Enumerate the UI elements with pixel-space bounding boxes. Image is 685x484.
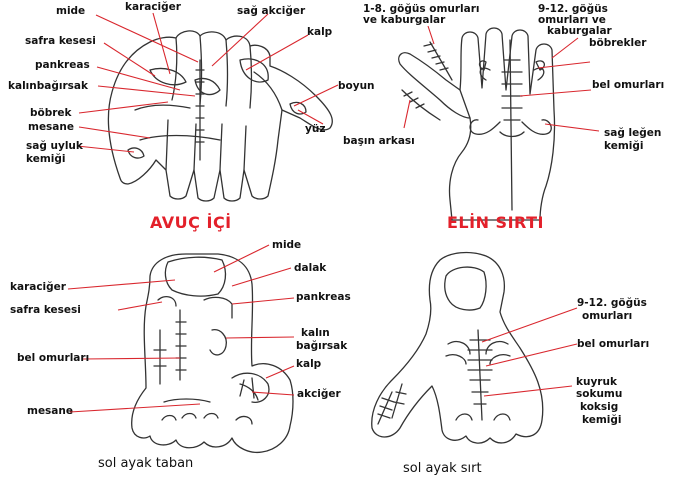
- label-palm-boyun: boyun: [338, 81, 375, 92]
- label-palm-yuz: yüz: [305, 124, 325, 135]
- label-palm-bobrek: böbrek: [30, 108, 72, 119]
- foot-sole-outline: [132, 254, 293, 452]
- label-palm-mesane: mesane: [28, 122, 74, 133]
- label-top-sokumu: sokumu: [576, 389, 622, 400]
- label-top-kemigi: kemiği: [582, 415, 621, 426]
- label-palm-karaciger: karaciğer: [125, 2, 181, 13]
- label-sole-kalin: kalın: [301, 328, 330, 339]
- label-palm-pankreas: pankreas: [35, 60, 90, 71]
- title-avuc-ici: AVUÇ İÇİ: [150, 213, 232, 232]
- label-top-gogus: 9-12. göğüs: [577, 298, 647, 309]
- label-back-kaburgalar: kaburgalar: [547, 26, 612, 37]
- label-palm-kemigi: kemiği: [26, 154, 65, 165]
- label-back-bel-omurlari: bel omurları: [592, 80, 664, 91]
- label-back-kemigi: kemiği: [604, 141, 643, 152]
- label-sole-dalak: dalak: [294, 263, 326, 274]
- label-sole-safra-kesesi: safra kesesi: [10, 305, 81, 316]
- label-sole-bagirsak: bağırsak: [296, 341, 347, 352]
- label-back-bobrekler: böbrekler: [589, 38, 646, 49]
- label-back-sag-legen: sağ leğen: [604, 128, 661, 139]
- label-palm-sag-akciger: sağ akciğer: [237, 6, 305, 17]
- label-top-omurlari: omurları: [582, 311, 632, 322]
- label-sole-kalp: kalp: [296, 359, 321, 370]
- palm-hand-outline: [108, 31, 332, 201]
- label-back-ve-kaburgalar: ve kaburgalar: [363, 15, 445, 26]
- title-elin-sirti: ELİN SIRTI: [447, 213, 544, 232]
- label-palm-kalp: kalp: [307, 27, 332, 38]
- caption-sol-ayak-sirt: sol ayak sırt: [403, 461, 482, 476]
- label-top-bel-omurlari: bel omurları: [577, 339, 649, 350]
- label-top-kuyruk: kuyruk: [576, 377, 617, 388]
- label-sole-mesane: mesane: [27, 406, 73, 417]
- label-sole-mide: mide: [272, 240, 301, 251]
- label-top-koksig: koksig: [580, 402, 618, 413]
- foot-top-outline: [372, 253, 543, 444]
- caption-sol-ayak-taban: sol ayak taban: [98, 456, 193, 471]
- label-palm-kalinbagirsak: kalınbağırsak: [8, 81, 88, 92]
- label-sole-karaciger: karaciğer: [10, 282, 66, 293]
- label-sole-bel-omurlari: bel omurları: [17, 353, 89, 364]
- label-back-basin-arkasi: başın arkası: [343, 136, 415, 147]
- label-palm-sag-uyluk: sağ uyluk: [26, 141, 83, 152]
- label-sole-akciger: akciğer: [297, 389, 341, 400]
- label-palm-mide: mide: [56, 6, 85, 17]
- back-hand-outline: [399, 28, 555, 220]
- label-sole-pankreas: pankreas: [296, 292, 351, 303]
- label-palm-safra-kesesi: safra kesesi: [25, 36, 96, 47]
